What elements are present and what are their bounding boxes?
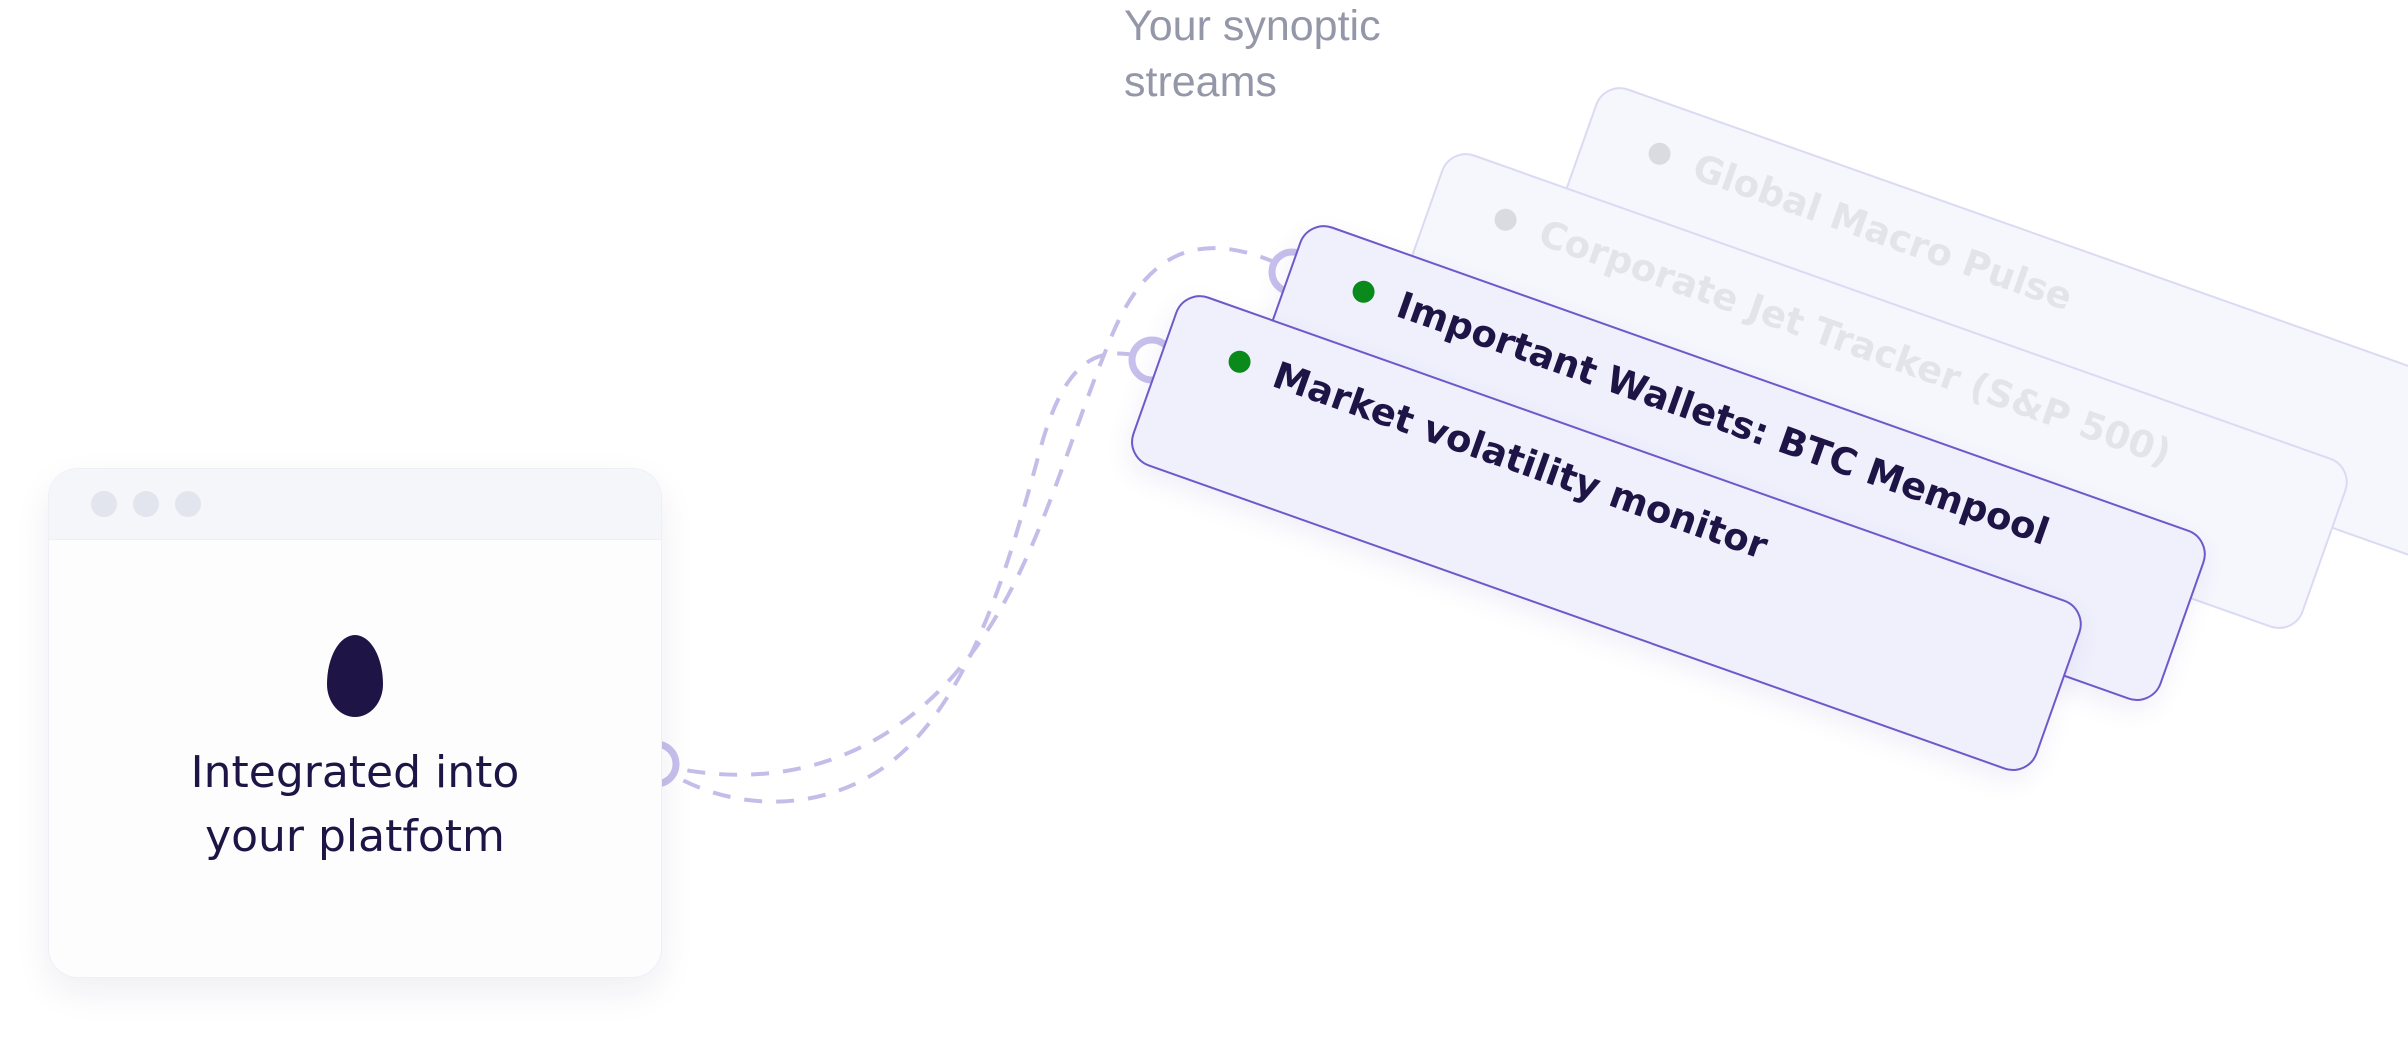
status-dot-inactive bbox=[1491, 205, 1520, 234]
status-dot-inactive bbox=[1645, 139, 1674, 168]
egg-logo-icon bbox=[327, 635, 383, 717]
status-dot-active bbox=[1225, 347, 1254, 376]
streams-heading: Your synoptic streams bbox=[1124, 0, 1504, 110]
window-control-dot bbox=[91, 491, 117, 517]
window-control-dot bbox=[133, 491, 159, 517]
platform-window: Integrated into your platfotm bbox=[48, 468, 662, 978]
streams-heading-line-2: streams bbox=[1124, 58, 1277, 106]
status-dot-active bbox=[1349, 277, 1378, 306]
window-titlebar bbox=[49, 469, 661, 540]
platform-label-line-1: Integrated into bbox=[190, 747, 520, 798]
platform-label: Integrated into your platfotm bbox=[49, 741, 661, 869]
platform-label-line-2: your platfotm bbox=[205, 811, 505, 862]
window-control-dot bbox=[175, 491, 201, 517]
streams-heading-line-1: Your synoptic bbox=[1124, 2, 1381, 50]
connector-to-btc-mempool bbox=[655, 246, 1293, 777]
